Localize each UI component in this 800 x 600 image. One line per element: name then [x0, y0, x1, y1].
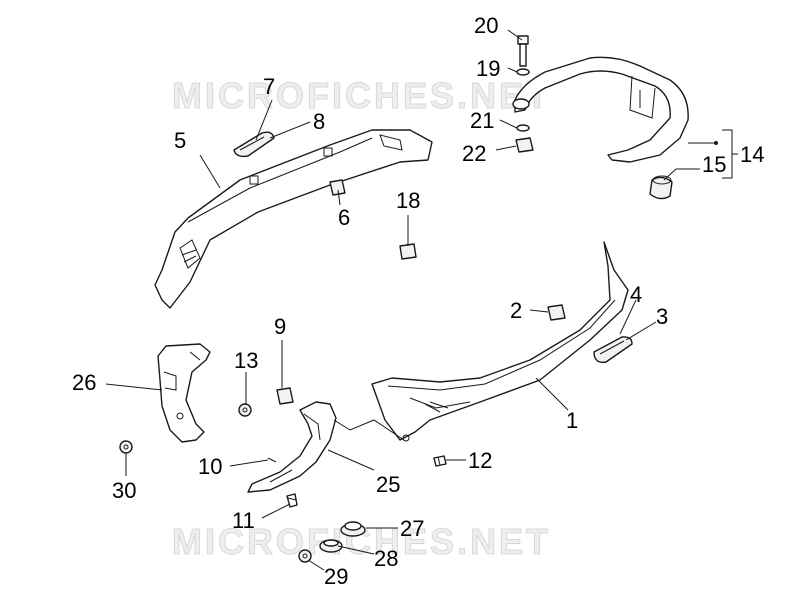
part-20-bolt: [517, 35, 529, 67]
label-part-20: 20: [474, 13, 498, 38]
label-part-3: 3: [656, 304, 668, 329]
label-part-21: 21: [470, 108, 494, 133]
label-part-6: 6: [338, 205, 350, 230]
part-25-bracket: [247, 401, 337, 493]
label-part-4: 4: [630, 282, 642, 307]
part-number-labels: 5 7 8 6 18 20 19 21 22 14 15 2 4 3 1 26 …: [72, 13, 764, 589]
leader-lines: [105, 29, 738, 571]
part-10-pin: [267, 457, 277, 463]
part-29-nut: [298, 549, 312, 563]
label-part-2: 2: [510, 298, 522, 323]
part-13-nut: [238, 403, 252, 417]
part-22-nut: [515, 137, 534, 153]
part-5-upper-rail: [154, 129, 433, 309]
watermark-top: MICROFICHES.NET: [172, 75, 551, 116]
part-21-washer: [516, 124, 530, 132]
label-part-9: 9: [274, 314, 286, 339]
label-part-11: 11: [232, 508, 255, 533]
part-4-reflector: [593, 336, 633, 363]
label-part-15: 15: [702, 152, 726, 177]
label-part-10: 10: [198, 454, 222, 479]
part-18-clip: [399, 243, 417, 260]
label-part-19: 19: [476, 56, 500, 81]
label-part-7: 7: [263, 74, 275, 99]
label-part-28: 28: [374, 546, 398, 571]
part-19-washer: [516, 68, 530, 76]
part-26-left-cover: [157, 343, 211, 443]
label-part-22: 22: [462, 141, 486, 166]
label-part-1: 1: [566, 408, 578, 433]
label-part-18: 18: [396, 188, 420, 213]
label-part-12: 12: [468, 448, 492, 473]
part-14-grab-handle: [512, 56, 689, 163]
label-part-29: 29: [324, 564, 348, 589]
part-30-nut: [119, 440, 133, 454]
part-28-grommet: [319, 539, 343, 553]
part-9-clip: [276, 387, 294, 405]
part-7-reflector: [233, 131, 275, 158]
label-part-26: 26: [72, 370, 96, 395]
label-part-5: 5: [174, 128, 186, 153]
label-part-13: 13: [234, 348, 258, 373]
label-part-8: 8: [313, 109, 325, 134]
label-part-14: 14: [740, 142, 764, 167]
part-2-clip: [547, 304, 566, 321]
part-27-grommet: [340, 521, 366, 537]
label-part-27: 27: [400, 516, 424, 541]
label-part-25: 25: [376, 472, 400, 497]
part-6-clip: [329, 179, 346, 196]
part-1-lower-rail: [371, 241, 629, 442]
leader-dot: [714, 141, 718, 145]
label-part-30: 30: [112, 478, 136, 503]
part-12-screw: [433, 455, 447, 467]
part-15-bush: [649, 175, 673, 200]
